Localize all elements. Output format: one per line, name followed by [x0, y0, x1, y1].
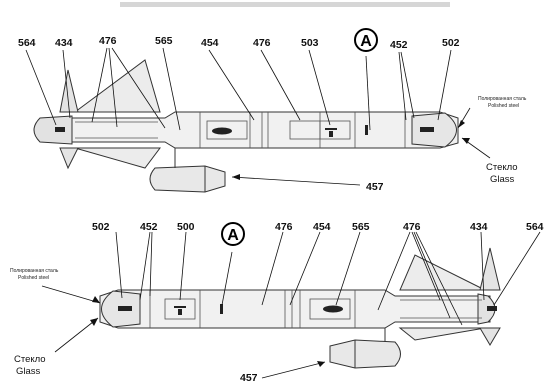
- bottom-callout-letter: A: [227, 227, 239, 244]
- top-label-476a: 476: [99, 35, 117, 47]
- top-callout-circle: [354, 28, 378, 52]
- top-callout-letter: A: [360, 33, 372, 50]
- top-markings: [55, 125, 434, 137]
- bottom-label-434: 434: [470, 221, 488, 233]
- top-external-tank: [149, 148, 226, 193]
- bottom-label-476a: 476: [275, 221, 293, 233]
- header-blur: [120, 2, 450, 7]
- top-steel-ru: Полированная сталь: [478, 96, 527, 102]
- bottom-label-476b: 476: [403, 221, 421, 233]
- bottom-steel-ru: Полированная сталь: [10, 268, 59, 274]
- bottom-label-564: 564: [526, 221, 544, 233]
- bottom-label-500: 500: [177, 221, 195, 233]
- top-label-476b: 476: [253, 37, 271, 49]
- top-glass-ru: Стекло: [486, 162, 518, 173]
- bottom-fuselage: [99, 247, 501, 346]
- bottom-label-565: 565: [352, 221, 370, 233]
- top-label-434: 434: [55, 37, 73, 49]
- top-steel-en: Polished steel: [488, 103, 519, 109]
- bottom-glass-ru: Стекло: [14, 354, 46, 365]
- bottom-label-452: 452: [140, 221, 158, 233]
- bottom-label-454: 454: [313, 221, 331, 233]
- top-label-502: 502: [442, 37, 460, 49]
- top-glass-en: Glass: [490, 174, 515, 185]
- bottom-markings: [118, 304, 497, 315]
- bottom-leaders: [41, 231, 541, 379]
- bottom-label-457: 457: [240, 372, 258, 382]
- bottom-external-tank: [329, 328, 401, 369]
- top-label-457: 457: [366, 181, 384, 193]
- bottom-label-502: 502: [92, 221, 110, 233]
- top-leaders: [25, 47, 491, 186]
- top-label-503: 503: [301, 37, 319, 49]
- bottom-callout-circle: [221, 222, 245, 246]
- bottom-panel-lines: [149, 290, 482, 328]
- top-label-452: 452: [390, 39, 408, 51]
- top-label-564: 564: [18, 37, 36, 49]
- top-fuselage: [33, 59, 459, 170]
- top-label-454: 454: [201, 37, 219, 49]
- top-panel-lines: [75, 112, 406, 148]
- bottom-view: A 502 452 500 476 454 565 476 434 564 45…: [10, 221, 544, 382]
- bottom-glass-en: Glass: [16, 366, 41, 377]
- top-label-565: 565: [155, 35, 173, 47]
- top-view: A 564 434 476 565 454 476 503 452 502 45…: [18, 28, 527, 193]
- bottom-steel-en: Polished steel: [18, 275, 49, 281]
